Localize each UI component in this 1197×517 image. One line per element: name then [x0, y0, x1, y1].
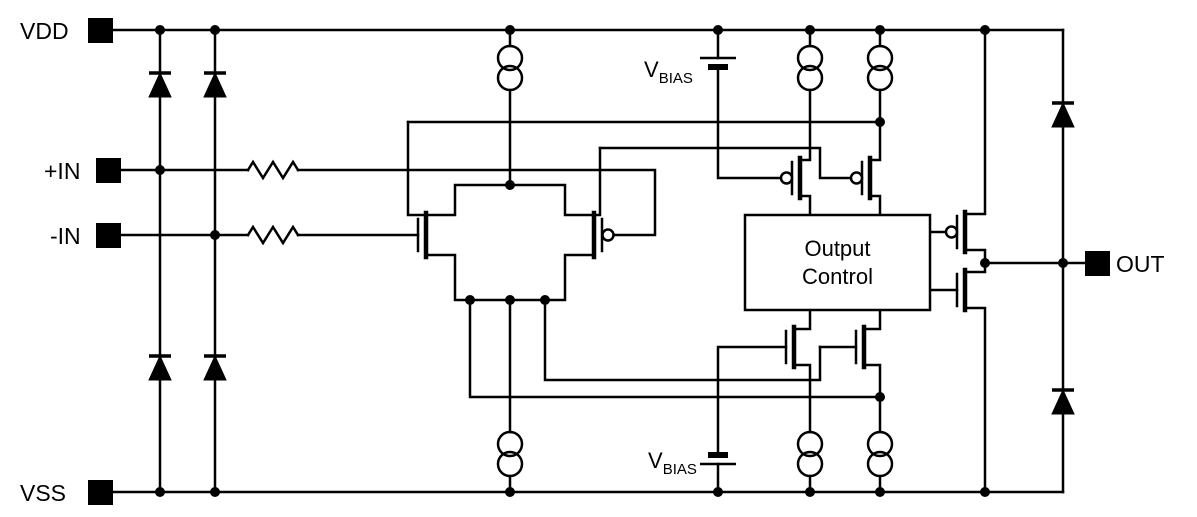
- output-control-box: [743, 213, 932, 312]
- pmos-bubble-output: [944, 225, 959, 239]
- vdd-pad: [88, 18, 113, 43]
- esd-diode-vdd-1: [147, 71, 173, 99]
- cascode-wires: [508, 28, 882, 494]
- esd-diode-vss-2: [202, 354, 228, 382]
- output-clamp-diode-bottom: [1050, 388, 1076, 416]
- current-source-bottom-1: [796, 430, 824, 478]
- vbias-label-top: VBIAS: [644, 57, 693, 87]
- current-source-input-bottom: [496, 430, 524, 478]
- vss-label: VSS: [20, 480, 66, 506]
- output-stage-wires: [928, 28, 1087, 494]
- battery-long-plates: [700, 56, 736, 466]
- pmos-bubble-input-right: [601, 228, 615, 242]
- power-rails: [111, 28, 1065, 494]
- vss-pad: [88, 480, 113, 505]
- mosfet-channel-bars: [423, 155, 968, 370]
- esd-diode-vdd-2: [202, 71, 228, 99]
- vbias-label-bottom: VBIAS: [648, 448, 697, 478]
- esd-diode-vss-1: [147, 354, 173, 382]
- current-source-input-top: [496, 44, 524, 92]
- out-label: OUT: [1116, 251, 1165, 277]
- current-source-bottom-2: [866, 430, 894, 478]
- pmos-bubble-cascode-2: [849, 171, 864, 185]
- output-control-label-line2: Control: [802, 264, 873, 289]
- current-source-top-2: [866, 44, 894, 92]
- out-pad: [1085, 251, 1110, 276]
- bias-wires: [716, 28, 858, 494]
- current-source-top-1: [796, 44, 824, 92]
- output-control-label-line1: Output: [804, 236, 870, 261]
- in-plus-label: +IN: [44, 158, 80, 184]
- signal-routing-wires: [406, 120, 882, 399]
- in-plus-pad: [96, 158, 121, 183]
- in-minus-label: -IN: [50, 223, 81, 249]
- input-resistor-minus: [246, 224, 300, 246]
- battery-short-plates: [708, 64, 728, 458]
- esd-columns: [158, 28, 217, 494]
- input-resistor-plus: [246, 159, 300, 181]
- pmos-bubble-cascode-1: [779, 171, 794, 185]
- vdd-label: VDD: [20, 18, 69, 44]
- input-wires: [119, 168, 657, 237]
- output-clamp-diode-top: [1050, 101, 1076, 129]
- in-minus-pad: [96, 223, 121, 248]
